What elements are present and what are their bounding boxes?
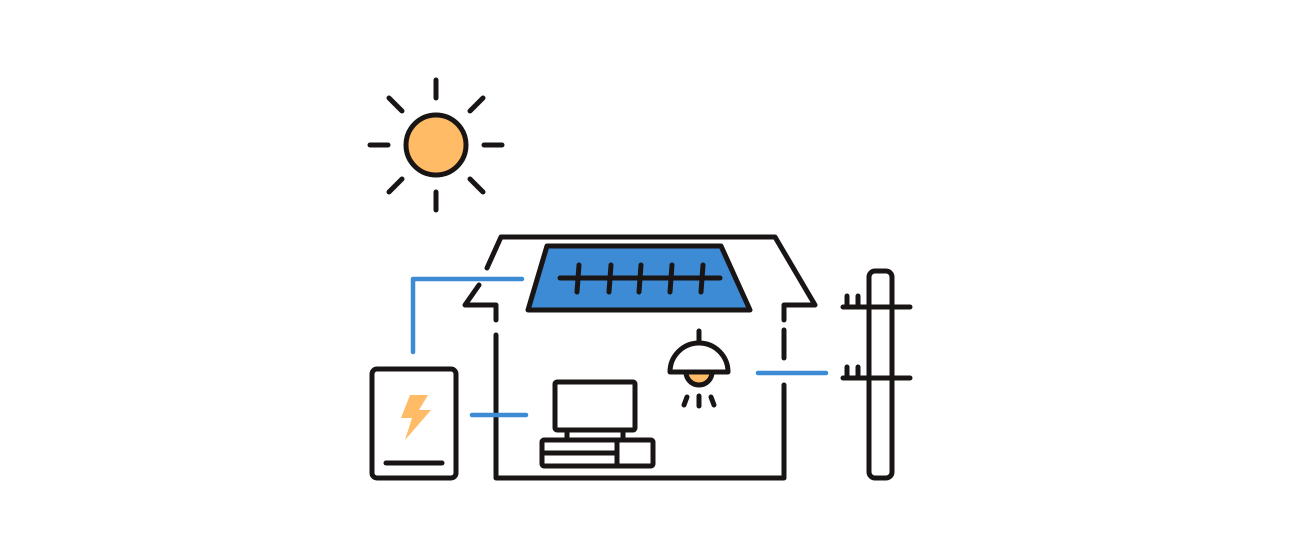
wire-panel-to-battery: [410, 276, 525, 355]
utility-pole-icon: [840, 268, 913, 481]
solar-panel-icon: [525, 243, 753, 313]
pole-crossarm-upper: [840, 293, 913, 310]
sun-disc: [403, 112, 469, 178]
tv-screen: [552, 379, 638, 433]
sun-rays: [367, 77, 505, 213]
lamp-shade: [667, 340, 731, 375]
pole-body: [866, 268, 895, 481]
house-icon: [462, 234, 818, 481]
battery-body: [369, 366, 459, 481]
ceiling-lamp-icon: [667, 328, 731, 409]
lightning-bolt-icon: [401, 395, 431, 440]
television-icon: [539, 379, 656, 469]
lamp-light-rays: [681, 393, 717, 409]
solar-panel-grid: [557, 262, 723, 295]
power-wires: [410, 276, 829, 418]
house-roof-left-eave: [462, 282, 499, 323]
sun-icon: [367, 77, 505, 213]
pole-crossarm-lower: [840, 364, 913, 381]
house-walls: [493, 332, 787, 481]
house-roof: [484, 234, 818, 323]
battery-storage-icon: [369, 366, 459, 481]
